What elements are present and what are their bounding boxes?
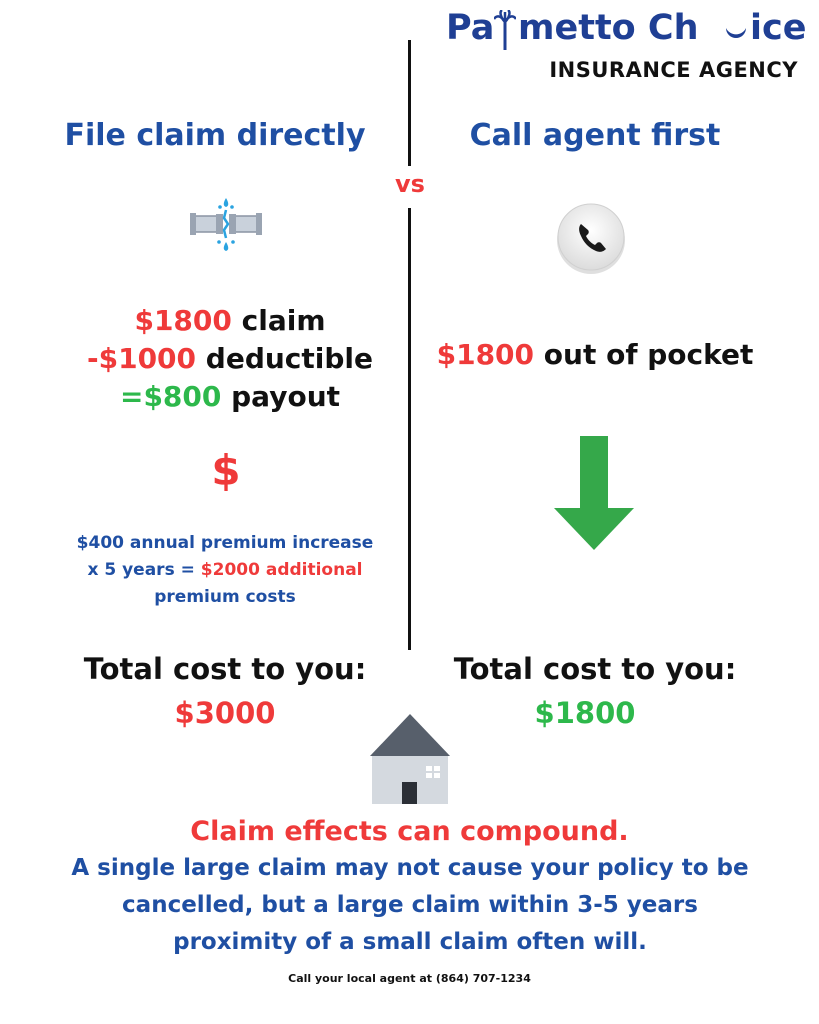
premium-line-2: x 5 years = $2000 additional <box>50 557 400 584</box>
logo: Pa metto Ch ice INSURANCE AGENCY <box>440 8 810 82</box>
right-out-of-pocket: $1800 out of pocket <box>410 338 780 371</box>
left-column-heading: File claim directly <box>64 118 366 153</box>
logo-text-2: metto Ch <box>518 8 699 48</box>
compound-title: Claim effects can compound. <box>190 816 629 847</box>
logo-name: Pa metto Ch ice <box>440 8 810 54</box>
premium-line-2-highlight: $2000 additional <box>200 560 363 580</box>
divider-line-top <box>408 40 411 166</box>
compound-line-3: proximity of a small claim often will. <box>173 929 647 955</box>
right-total-label: Total cost to you: <box>453 652 737 686</box>
left-total-label: Total cost to you: <box>83 652 367 686</box>
house-icon <box>370 714 450 804</box>
deductible-line: -$1000 deductible <box>30 340 430 378</box>
left-total-value: $3000 <box>174 696 276 730</box>
claim-label: claim <box>231 304 326 337</box>
compound-line-1: A single large claim may not cause your … <box>71 855 749 881</box>
crescent-moon-icon <box>726 28 746 38</box>
dollar-icon: $ <box>211 446 241 495</box>
right-total-value: $1800 <box>534 696 636 730</box>
payout-line: =$800 payout <box>30 378 430 416</box>
premium-line-1: $400 annual premium increase <box>76 533 374 553</box>
compound-body: A single large claim may not cause your … <box>40 850 780 961</box>
premium-line-3: premium costs <box>154 587 296 607</box>
payout-amount: =$800 <box>119 380 222 413</box>
deductible-label: deductible <box>196 342 373 375</box>
logo-agency-name: INSURANCE AGENCY <box>549 58 798 82</box>
phone-icon <box>557 203 625 274</box>
broken-pipe-icon <box>190 198 262 251</box>
claim-line: $1800 claim <box>30 302 430 340</box>
claim-amount: $1800 <box>134 304 232 337</box>
right-column-heading: Call agent first <box>469 118 721 153</box>
logo-text-3: ice <box>750 8 807 48</box>
compound-line-2: cancelled, but a large claim within 3-5 … <box>122 892 698 918</box>
divider-line-bottom <box>408 208 411 650</box>
deductible-amount: -$1000 <box>86 342 197 375</box>
out-of-pocket-amount: $1800 <box>436 338 535 371</box>
down-arrow-icon <box>554 436 634 550</box>
left-claim-calculation: $1800 claim -$1000 deductible =$800 payo… <box>30 302 430 416</box>
vs-label: vs <box>395 170 425 198</box>
payout-label: payout <box>221 380 341 413</box>
premium-increase-note: $400 annual premium increase x 5 years =… <box>50 530 400 611</box>
palmetto-tree-icon <box>494 10 516 50</box>
premium-line-2-prefix: x 5 years = <box>87 560 201 580</box>
out-of-pocket-label: out of pocket <box>534 338 754 371</box>
footer-contact: Call your local agent at (864) 707-1234 <box>288 972 531 985</box>
logo-text-1: Pa <box>446 8 495 48</box>
